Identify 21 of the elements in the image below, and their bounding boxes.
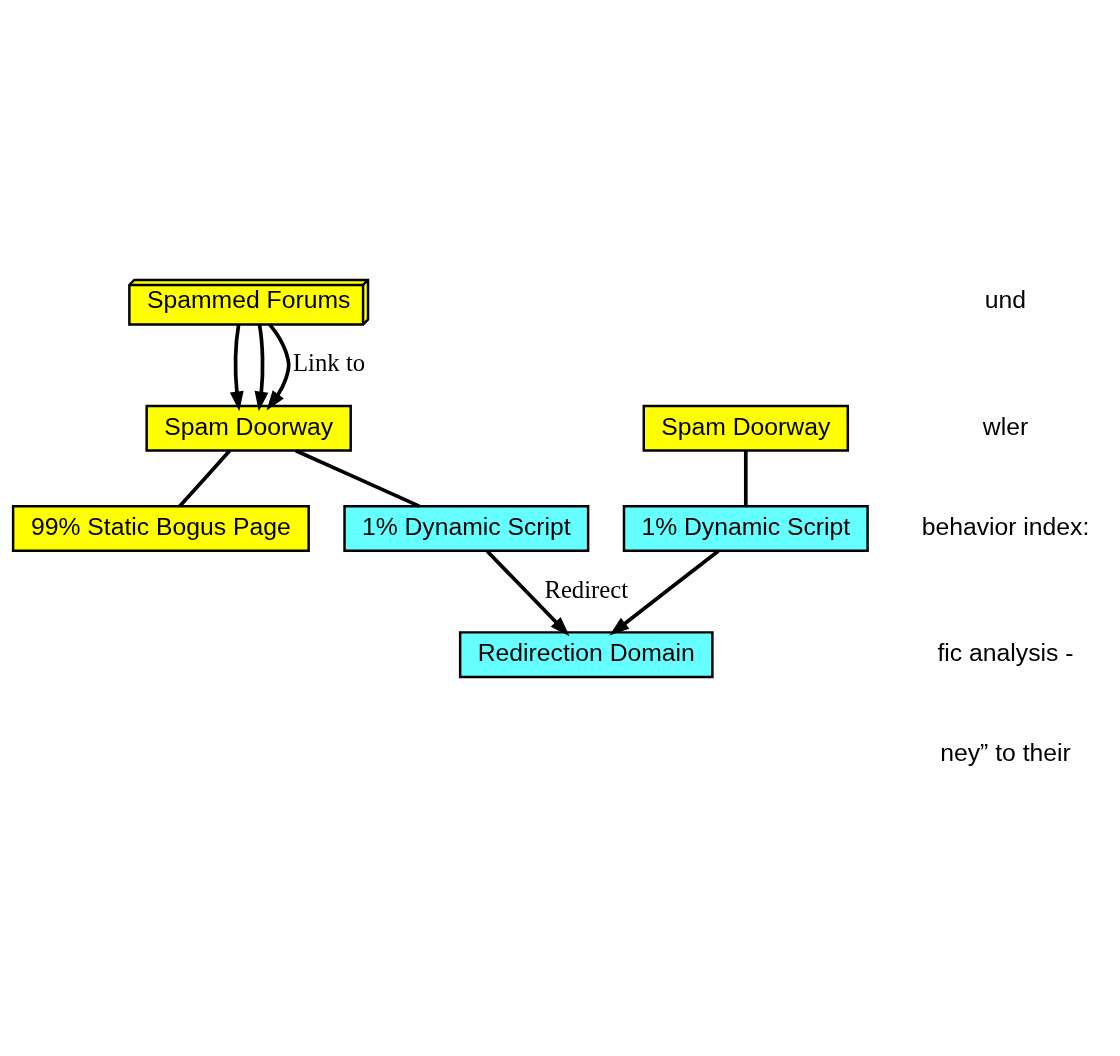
node-box: 1% Dynamic Script <box>343 504 590 552</box>
edge-label: Link to <box>293 348 366 376</box>
connector <box>295 448 420 508</box>
label: behavior index: <box>921 512 1090 540</box>
node-box: Redirection Domain <box>458 630 714 678</box>
label: wler <box>982 412 1029 440</box>
node-box: 99% Static Bogus Page <box>11 504 310 552</box>
label: und <box>984 285 1027 313</box>
node-box: Spam Doorway <box>145 404 352 452</box>
arrow <box>485 549 570 636</box>
node-box: Spam Doorway <box>642 404 850 452</box>
edge-label: Redirect <box>544 575 629 603</box>
label: ney” to their <box>940 738 1071 766</box>
label: fic analysis - <box>937 638 1074 666</box>
node-box: 1% Dynamic Script <box>622 504 869 552</box>
arrow <box>609 549 720 635</box>
connector <box>178 449 231 507</box>
arrow <box>229 324 244 411</box>
arrow <box>266 323 291 410</box>
arrow <box>254 324 269 411</box>
connector <box>743 450 748 506</box>
